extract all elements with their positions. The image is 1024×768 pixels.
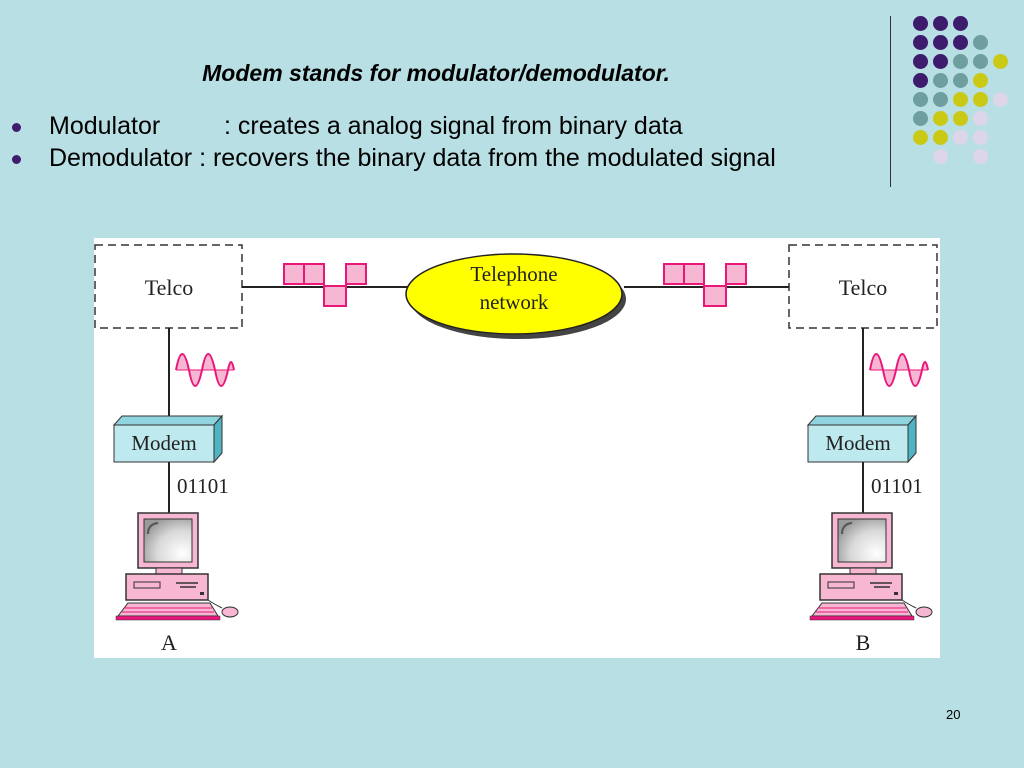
dot-decoration (973, 73, 988, 88)
computer-label-a: A (161, 630, 177, 655)
dot-decoration (933, 111, 948, 126)
dot-decoration (933, 54, 948, 69)
computer-b-icon (809, 512, 933, 621)
dot-decoration (953, 130, 968, 145)
dot-decoration (933, 149, 948, 164)
analog-signal-left (175, 353, 235, 387)
dot-decoration (993, 54, 1008, 69)
computer-a-icon (115, 512, 239, 621)
network-label-line2: network (480, 290, 549, 314)
dot-decoration (973, 35, 988, 50)
telco-label-left: Telco (145, 275, 194, 300)
page-number: 20 (946, 707, 961, 722)
telephone-network-cloud (405, 253, 623, 335)
bullet-term: Demodulator (49, 144, 193, 172)
dot-decoration (953, 54, 968, 69)
dot-decoration (953, 35, 968, 50)
analog-signal-right (869, 353, 929, 387)
telco-label-right: Telco (839, 275, 888, 300)
modem-right: Modem (806, 414, 918, 464)
bullet-dot-icon (12, 123, 21, 132)
modem-diagram-svg: Telco Telco Telephone network (94, 244, 938, 655)
modem-left: Modem (112, 414, 224, 464)
dot-decoration (953, 92, 968, 107)
dot-decoration (933, 35, 948, 50)
dot-decoration (973, 54, 988, 69)
dot-decoration (953, 16, 968, 31)
modem-label-left: Modem (131, 431, 196, 455)
dot-decoration (913, 16, 928, 31)
bullet-dot-icon (12, 155, 21, 164)
bullet-desc: : creates a analog signal from binary da… (224, 112, 683, 140)
dot-decoration (953, 111, 968, 126)
slide-title: Modem stands for modulator/demodulator. (202, 60, 670, 86)
bits-label-right: 01101 (871, 474, 923, 498)
dot-decoration (913, 92, 928, 107)
dot-decoration (913, 54, 928, 69)
bits-label-left: 01101 (177, 474, 229, 498)
dot-decoration (933, 73, 948, 88)
modem-diagram: Telco Telco Telephone network (94, 238, 940, 658)
bullet-demodulator: Demodulator : recovers the binary data f… (12, 144, 812, 172)
dot-decoration (973, 111, 988, 126)
modem-label-right: Modem (825, 431, 890, 455)
decorative-dots (903, 10, 1013, 170)
digital-signal-right (663, 263, 747, 307)
bullet-modulator: Modulator : creates a analog signal from … (12, 112, 812, 140)
network-label-line1: Telephone (470, 262, 557, 286)
bullet-desc: : recovers the binary data from the modu… (199, 144, 776, 172)
dot-decoration (933, 130, 948, 145)
dot-decoration (913, 130, 928, 145)
digital-signal-left (283, 263, 367, 307)
bullet-term: Modulator (49, 112, 161, 140)
dot-decoration (973, 149, 988, 164)
dot-decoration (933, 16, 948, 31)
dot-decoration (933, 92, 948, 107)
dot-decoration (953, 73, 968, 88)
computer-label-b: B (856, 630, 871, 655)
dot-decoration (973, 130, 988, 145)
dot-decoration (993, 92, 1008, 107)
dot-decoration (913, 35, 928, 50)
dot-decoration (913, 73, 928, 88)
dot-decoration (973, 92, 988, 107)
divider-line (890, 16, 891, 187)
bullet-list: Modulator : creates a analog signal from … (12, 112, 812, 176)
dot-decoration (913, 111, 928, 126)
